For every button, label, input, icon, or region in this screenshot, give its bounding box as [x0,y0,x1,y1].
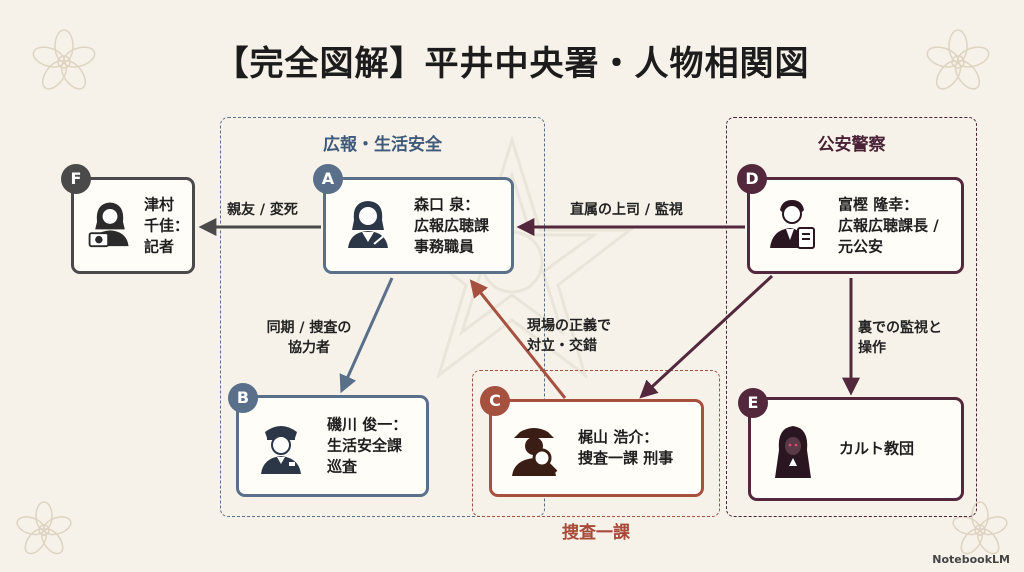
node-b-line2: 生活安全課 [327,436,403,455]
edge-d-to-c [639,274,774,399]
edge-label-d-e-line1: 裏での監視と [858,320,942,336]
node-f-badge: F [61,164,91,194]
node-e-line1: カルト教団 [839,439,915,458]
node-d-line1: 富樫 隆幸： [838,195,919,213]
edge-label-d-a: 直属の上司 / 監視 [570,202,683,218]
node-b-line3: 巡査 [327,457,358,476]
node-a-line1: 森口 泉： [414,195,480,213]
node-a-line3: 事務職員 [414,237,475,255]
edge-label-d-e: 裏での監視と 操作 [858,318,942,358]
node-f-line3: 記者 [144,237,175,255]
node-e-cult[interactable]: カルト教団 [748,397,964,501]
node-c-line2: 捜査一課 刑事 [578,449,674,467]
edge-c-to-a [469,279,567,399]
node-f-line1: 津村 [144,195,175,213]
edge-label-a-f: 親友 / 変死 [227,202,298,218]
node-f-tsumura[interactable]: 津村 千佳： 記者 [71,177,195,274]
edge-label-c-a-line2: 対立・交錯 [527,338,597,354]
group-box-sosa [472,370,720,517]
brand-watermark: NotebookLM [932,553,1010,566]
detective-icon [512,428,558,476]
police-officer-icon [261,426,301,474]
node-c-badge: C [480,386,510,416]
edge-label-c-a: 現場の正義で 対立・交錯 [527,316,611,356]
node-b-isokawa[interactable]: 磯川 俊一： 生活安全課 巡査 [236,395,429,497]
node-d-line2: 広報広聴課長 / [838,216,939,234]
node-a-line2: 広報広聴課 [414,216,490,234]
node-a-badge: A [313,164,343,194]
node-b-line1: 磯川 俊一： [327,415,408,434]
node-c-line1: 梶山 浩介： [578,428,659,446]
edge-label-c-a-line1: 現場の正義で [527,318,611,334]
edge-a-to-b [339,277,394,394]
edge-label-a-b-line2: 協力者 [288,340,330,356]
group-label-sosa: 捜査一課 [562,523,630,543]
page-title: 【完全図解】平井中央署・人物相関図 [214,44,810,84]
node-a-moriguchi[interactable]: 森口 泉： 広報広聴課 事務職員 [323,177,514,274]
node-d-line3: 元公安 [838,237,884,255]
node-f-line2: 千佳： [144,216,190,234]
group-box-koho [220,117,545,517]
node-e-badge: E [738,388,768,418]
group-label-koho: 広報・生活安全 [323,135,442,155]
node-d-togashi[interactable]: 富樫 隆幸： 広報広聴課長 / 元公安 [747,177,964,274]
reporter-camera-icon [88,202,129,248]
woman-office-icon [348,201,388,248]
node-c-kajiyama[interactable]: 梶山 浩介： 捜査一課 刑事 [489,399,704,497]
edge-label-a-b: 同期 / 捜査の 協力者 [255,318,363,358]
node-b-badge: B [228,383,258,413]
node-d-badge: D [737,164,767,194]
official-man-icon [770,200,815,249]
edge-label-a-b-line1: 同期 / 捜査の [266,320,352,336]
hooded-figure-icon [775,426,811,478]
group-label-koan: 公安警察 [817,135,886,155]
edge-label-d-e-line2: 操作 [858,340,886,356]
